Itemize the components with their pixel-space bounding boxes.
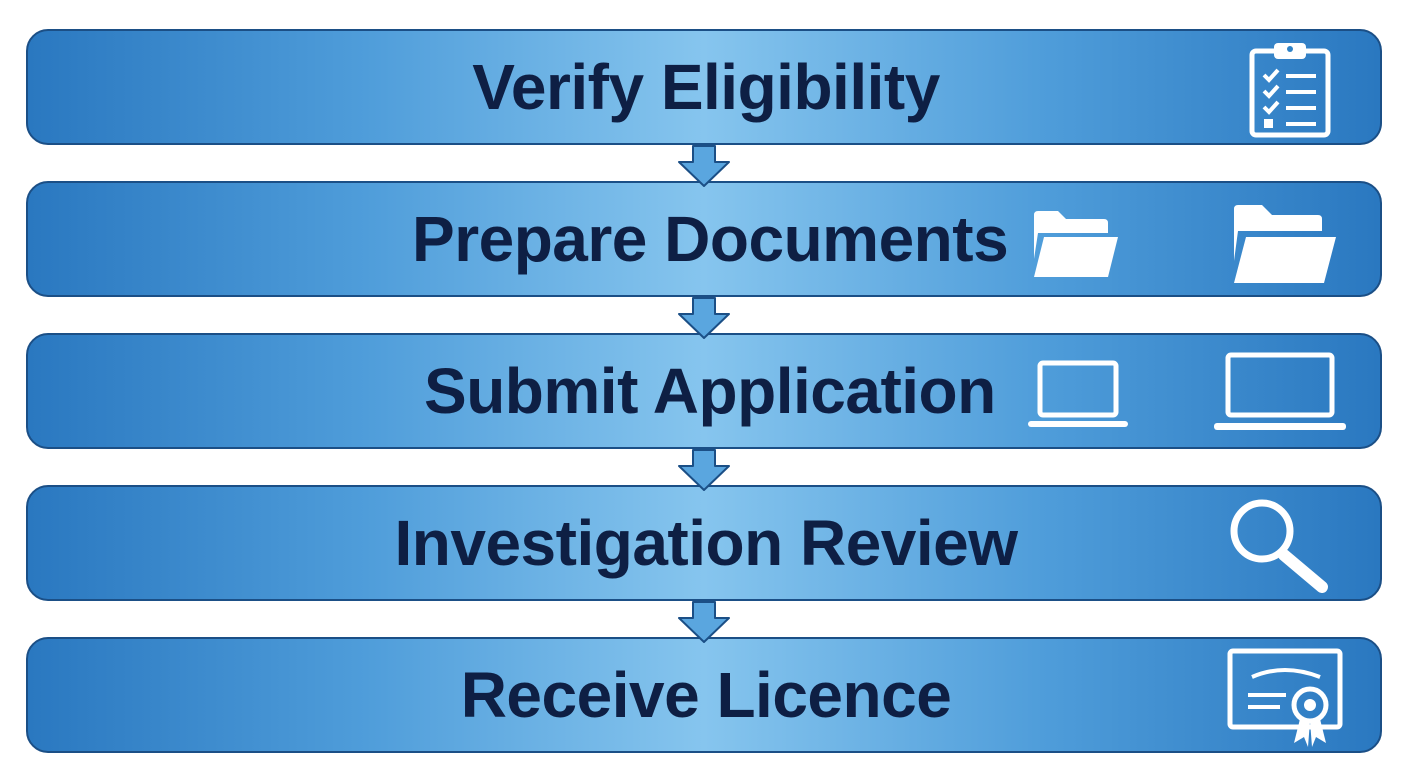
step-prepare-documents: Prepare Documents — [26, 181, 1382, 297]
arrow-down-icon — [678, 449, 730, 491]
step-label: Receive Licence — [460, 659, 952, 731]
arrow-down-icon — [678, 601, 730, 643]
folder-icon — [1034, 211, 1118, 277]
step-label: Verify Eligibility — [472, 51, 940, 123]
step-receive-licence: Receive Licence — [26, 637, 1382, 753]
step-investigation-review: Investigation Review — [26, 485, 1382, 601]
magnifying-glass-icon — [1230, 499, 1328, 593]
certificate-icon — [1227, 648, 1343, 747]
arrow-down-icon — [678, 145, 730, 187]
laptop-icon — [1028, 360, 1128, 427]
step-verify-eligibility: Verify Eligibility — [26, 29, 1382, 145]
laptop-icon — [1214, 352, 1346, 430]
clipboard-checklist-icon — [1249, 43, 1331, 138]
step-label: Investigation Review — [394, 507, 1018, 579]
step-label: Submit Application — [424, 355, 996, 427]
folder-icon — [1234, 205, 1336, 283]
arrow-down-icon — [678, 297, 730, 339]
step-submit-application: Submit Application — [26, 333, 1382, 449]
step-label: Prepare Documents — [412, 203, 1009, 275]
